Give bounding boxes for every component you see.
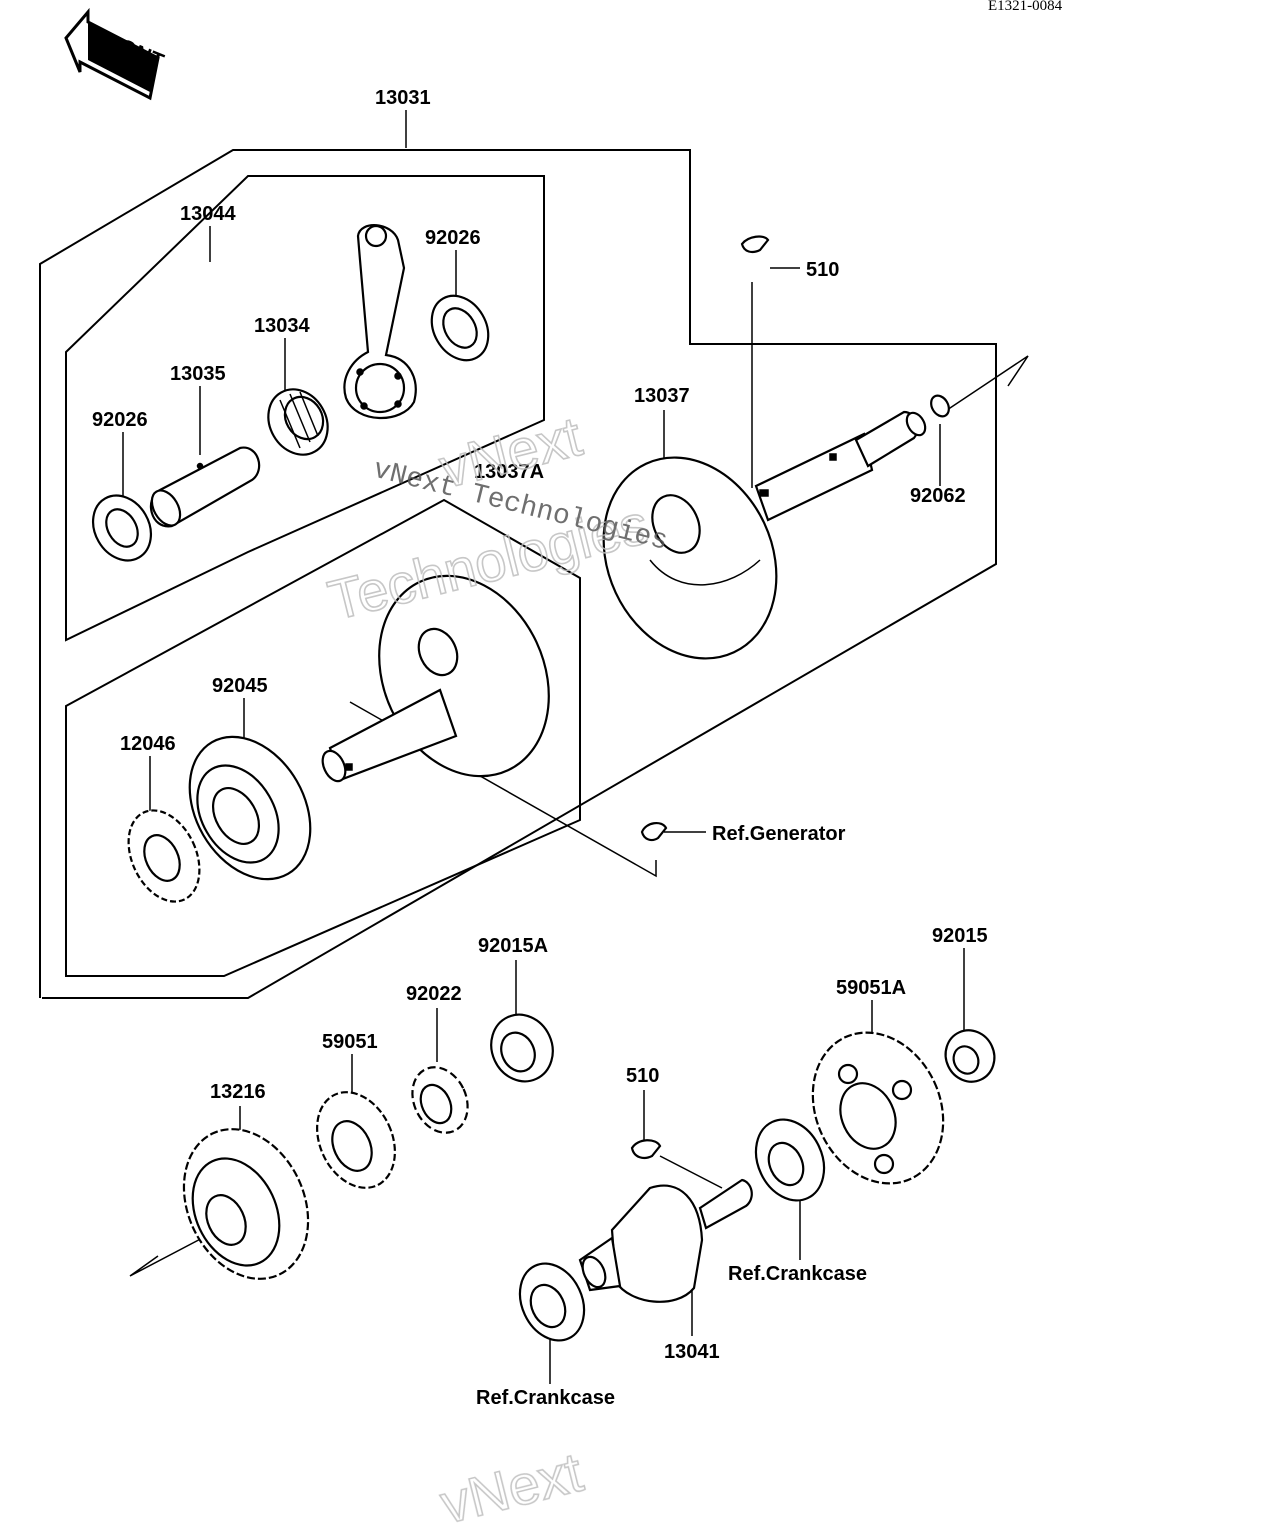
callout-13041: 13041 [664, 1341, 720, 1363]
lockwasher-92022 [411, 1066, 469, 1134]
callout-92062: 92062 [910, 485, 966, 507]
callout-13031: 13031 [375, 87, 431, 109]
gear-13216 [182, 1128, 310, 1280]
woodruff-key-510-lower [630, 1139, 662, 1159]
gear-59051 [316, 1091, 396, 1189]
watermark-bottom-fragment: vNext [434, 1440, 589, 1536]
callout-12046: 12046 [120, 733, 176, 755]
ball-bearing-92045 [188, 735, 312, 881]
crankshaft-half-13037A [321, 574, 550, 783]
plug-92062 [930, 394, 950, 418]
callout-59051: 59051 [322, 1031, 378, 1053]
crankshaft-half-13037 [602, 410, 927, 660]
callout-13216: 13216 [210, 1081, 266, 1103]
callout-92015: 92015 [932, 925, 988, 947]
ref-generator-label: Ref.Generator [712, 823, 846, 845]
callout-13037: 13037 [634, 385, 690, 407]
drawing-code: E1321-0084 [988, 0, 1063, 14]
callout-13034: 13034 [254, 315, 310, 337]
leader-lines [122, 110, 1029, 1384]
callout-59051A: 59051A [836, 977, 906, 999]
thrust-washer-92026-upper [430, 294, 490, 362]
conrod-kit-outline-13044 [65, 175, 545, 642]
callout-92026-top: 92026 [425, 227, 481, 249]
woodruff-key-generator [640, 822, 668, 842]
ball-bearing-crankcase-right [754, 1118, 826, 1202]
callout-92022: 92022 [406, 983, 462, 1005]
callout-510-bottom: 510 [626, 1065, 659, 1087]
balancer-shaft-13041 [578, 1178, 753, 1303]
ball-bearing-crankcase-bottom [518, 1262, 586, 1342]
needle-bearing-13034 [267, 388, 329, 456]
nut-92015 [944, 1029, 996, 1083]
callout-92026-left: 92026 [92, 409, 148, 431]
callout-13035: 13035 [170, 363, 226, 385]
thrust-washer-92026-lower [91, 494, 153, 562]
gear-59051A [811, 1031, 945, 1185]
sprocket-12046 [127, 809, 201, 903]
woodruff-key-510-upper [740, 235, 770, 254]
nut-92015A [490, 1013, 554, 1083]
callout-92015A: 92015A [478, 935, 548, 957]
callout-13044: 13044 [180, 203, 236, 225]
crank-pin-13035 [150, 446, 261, 528]
ref-crankcase-bottom-label: Ref.Crankcase [476, 1387, 615, 1409]
ref-crankcase-right-label: Ref.Crankcase [728, 1263, 867, 1285]
front-arrow-icon: FRONT [64, 7, 168, 101]
callout-92045: 92045 [212, 675, 268, 697]
crank-subassembly-outline-13037A [65, 498, 581, 977]
assembly-outline-13031 [39, 149, 997, 999]
callout-13037A: 13037A [474, 461, 544, 483]
callout-510-top: 510 [806, 259, 839, 281]
connecting-rod-13034 [343, 224, 417, 420]
